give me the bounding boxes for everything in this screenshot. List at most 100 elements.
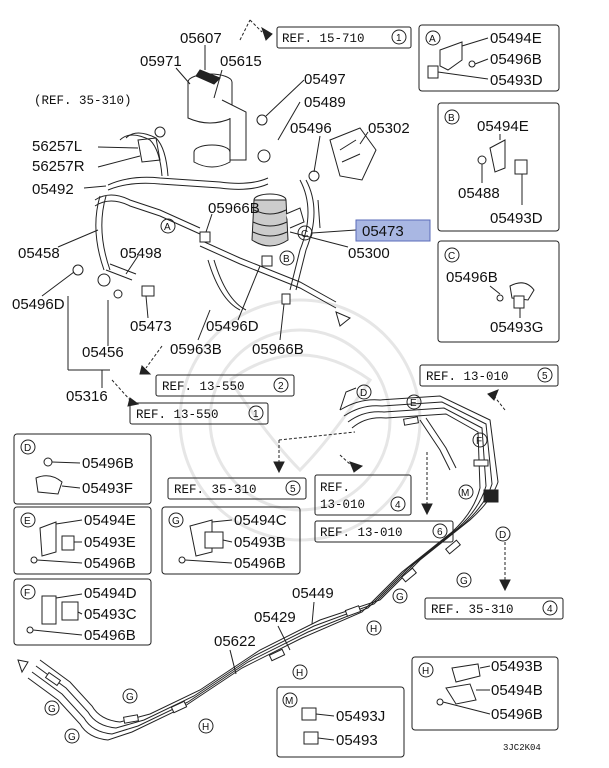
part-number: 05622 bbox=[214, 633, 256, 650]
part-number: 05488 bbox=[458, 185, 500, 202]
grommet-icon bbox=[97, 273, 111, 287]
clip-icon bbox=[301, 707, 317, 721]
tube-bundle-main bbox=[27, 387, 499, 741]
marker-c: C bbox=[297, 225, 313, 241]
detail-box-g: G 05494C 05493B 05496B bbox=[161, 506, 301, 575]
clamp-icon bbox=[451, 663, 481, 683]
ref-arrows bbox=[111, 19, 511, 592]
ref-13-010-5: REF. 13-010 5 bbox=[419, 364, 559, 387]
part-number: 05449 bbox=[292, 585, 334, 602]
tube-bundle-upper bbox=[94, 132, 337, 311]
detail-letter-b: B bbox=[448, 113, 455, 124]
part-number: 05496B bbox=[84, 627, 136, 644]
marker-e: E bbox=[406, 394, 422, 410]
bolt-icon bbox=[308, 170, 320, 182]
detail-box-m: M 05493J 05493 bbox=[276, 686, 405, 758]
part-number: 05607 bbox=[180, 30, 222, 47]
clip-icon bbox=[199, 231, 211, 243]
marker-a: A bbox=[160, 218, 176, 234]
part-number: 05493C bbox=[84, 606, 137, 623]
svg-text:G: G bbox=[460, 576, 468, 587]
part-number: 05494E bbox=[490, 30, 542, 47]
part-number: 05496B bbox=[82, 455, 134, 472]
part-number: 05966B bbox=[208, 200, 260, 217]
detail-box-a: A 05494E 05496B 05493D bbox=[418, 24, 560, 92]
svg-text:H: H bbox=[296, 668, 303, 679]
bolt-icon bbox=[26, 626, 34, 634]
nut-icon bbox=[477, 155, 487, 165]
ref-13-010-6: REF. 13-010 6 bbox=[314, 520, 454, 543]
detail-letter-h: H bbox=[422, 666, 429, 677]
bolt-icon bbox=[154, 126, 166, 138]
ref-13-010-4: REF. 13-010 4 bbox=[314, 474, 412, 516]
grommet-icon bbox=[61, 601, 79, 621]
marker-g2: G bbox=[392, 588, 408, 604]
part-number: 05494D bbox=[84, 585, 137, 602]
svg-text:G: G bbox=[126, 692, 134, 703]
detail-letter-d: D bbox=[24, 443, 31, 454]
svg-text:G: G bbox=[48, 704, 56, 715]
clamp-icon bbox=[489, 139, 506, 173]
ref-35-310-4: REF. 35-310 4 bbox=[424, 597, 564, 620]
part-number: 05302 bbox=[368, 120, 410, 137]
part-number: 05493E bbox=[84, 534, 136, 551]
svg-text:1: 1 bbox=[253, 409, 259, 420]
part-number: 05494E bbox=[84, 512, 136, 529]
part-number: 05496B bbox=[491, 706, 543, 723]
part-number: 05492 bbox=[32, 181, 74, 198]
clamp-icon bbox=[41, 595, 57, 625]
svg-text:REF.: REF. bbox=[320, 481, 350, 495]
detail-box-h: H 05493B 05494B 05496B bbox=[411, 656, 559, 731]
svg-text:G: G bbox=[396, 592, 404, 603]
part-number: 56257L bbox=[32, 138, 82, 155]
marker-g3: G bbox=[122, 688, 138, 704]
part-number: 05494E bbox=[477, 118, 529, 135]
marker-m: M bbox=[458, 484, 474, 500]
grommet-icon bbox=[204, 531, 224, 549]
part-number: 05458 bbox=[18, 245, 60, 262]
svg-text:REF. 35-310: REF. 35-310 bbox=[174, 483, 257, 497]
svg-text:A: A bbox=[164, 222, 171, 233]
svg-text:C: C bbox=[301, 229, 308, 240]
grommet-icon bbox=[61, 535, 75, 551]
svg-text:D: D bbox=[499, 530, 506, 541]
detail-box-f: F 05494D 05493C 05496B bbox=[13, 578, 152, 646]
svg-text:1: 1 bbox=[396, 33, 402, 44]
clip-icon bbox=[303, 731, 319, 745]
ref-35-310-5: REF. 35-310 5 bbox=[167, 477, 307, 500]
part-number: 05493 bbox=[336, 732, 378, 749]
detail-letter-g: G bbox=[172, 516, 180, 527]
detail-box-b: B 05494E 05488 05493D bbox=[437, 102, 560, 232]
washer-icon bbox=[113, 289, 123, 299]
ref-35-310-paren: (REF. 35-310) bbox=[34, 94, 132, 108]
bolt-icon bbox=[43, 457, 53, 467]
svg-text:REF. 13-550: REF. 13-550 bbox=[162, 380, 245, 394]
bolt-icon bbox=[72, 264, 84, 276]
part-number: 05300 bbox=[348, 245, 390, 262]
bolt-icon bbox=[178, 556, 186, 564]
detail-box-c: C 05496B 05493G bbox=[437, 240, 560, 343]
svg-text:13-010: 13-010 bbox=[320, 498, 365, 512]
svg-text:2: 2 bbox=[278, 381, 284, 392]
marker-h3: H bbox=[198, 718, 214, 734]
part-number: 05493D bbox=[490, 72, 543, 89]
marker-g5: G bbox=[64, 728, 80, 744]
clip-icon bbox=[261, 255, 273, 267]
detail-box-d: D 05496B 05493F bbox=[13, 433, 152, 505]
part-number: 05966B bbox=[252, 341, 304, 358]
detail-box-e: E 05494E 05493E 05496B bbox=[13, 506, 152, 575]
bolt-icon bbox=[30, 556, 38, 564]
part-number: 05493D bbox=[490, 210, 543, 227]
marker-g: G bbox=[456, 572, 472, 588]
part-number: 05494C bbox=[234, 512, 287, 529]
bolt-icon bbox=[256, 114, 268, 126]
highlighted-part-number[interactable]: 05473 bbox=[362, 223, 404, 240]
part-number: 05493G bbox=[490, 319, 543, 336]
tube-clips bbox=[44, 416, 499, 724]
bolt-icon bbox=[468, 60, 476, 68]
fuel-filter bbox=[187, 69, 247, 168]
svg-text:6: 6 bbox=[437, 527, 443, 538]
svg-text:M: M bbox=[461, 488, 469, 499]
svg-text:D: D bbox=[360, 388, 367, 399]
part-number: 05496D bbox=[206, 318, 259, 335]
